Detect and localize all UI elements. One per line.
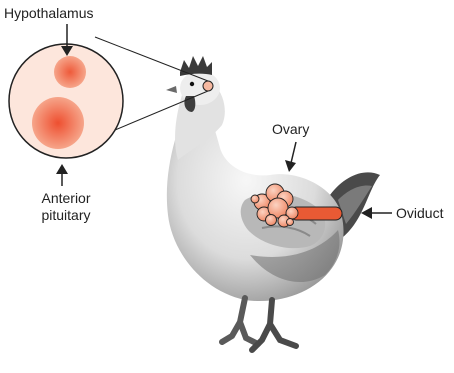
- ovary-label: Ovary: [272, 121, 309, 138]
- oviduct-label: Oviduct: [396, 205, 443, 222]
- hen-eye: [190, 82, 194, 86]
- brain-marker: [203, 81, 213, 91]
- oviduct-arrow: [361, 207, 392, 219]
- hen-leg-left: [222, 298, 258, 344]
- hen-beak: [166, 86, 177, 93]
- hen-leg-right: [252, 300, 296, 350]
- anterior-pituitary-region: [32, 97, 84, 149]
- anterior-pituitary-arrow: [56, 164, 68, 186]
- hypothalamus-region: [54, 56, 86, 88]
- hypothalamus-label: Hypothalamus: [4, 5, 94, 22]
- anterior-pituitary-label: Anterior pituitary: [20, 190, 112, 224]
- brain-inset: [9, 44, 123, 158]
- ovary-arrow: [285, 142, 296, 172]
- hen-comb: [180, 56, 212, 76]
